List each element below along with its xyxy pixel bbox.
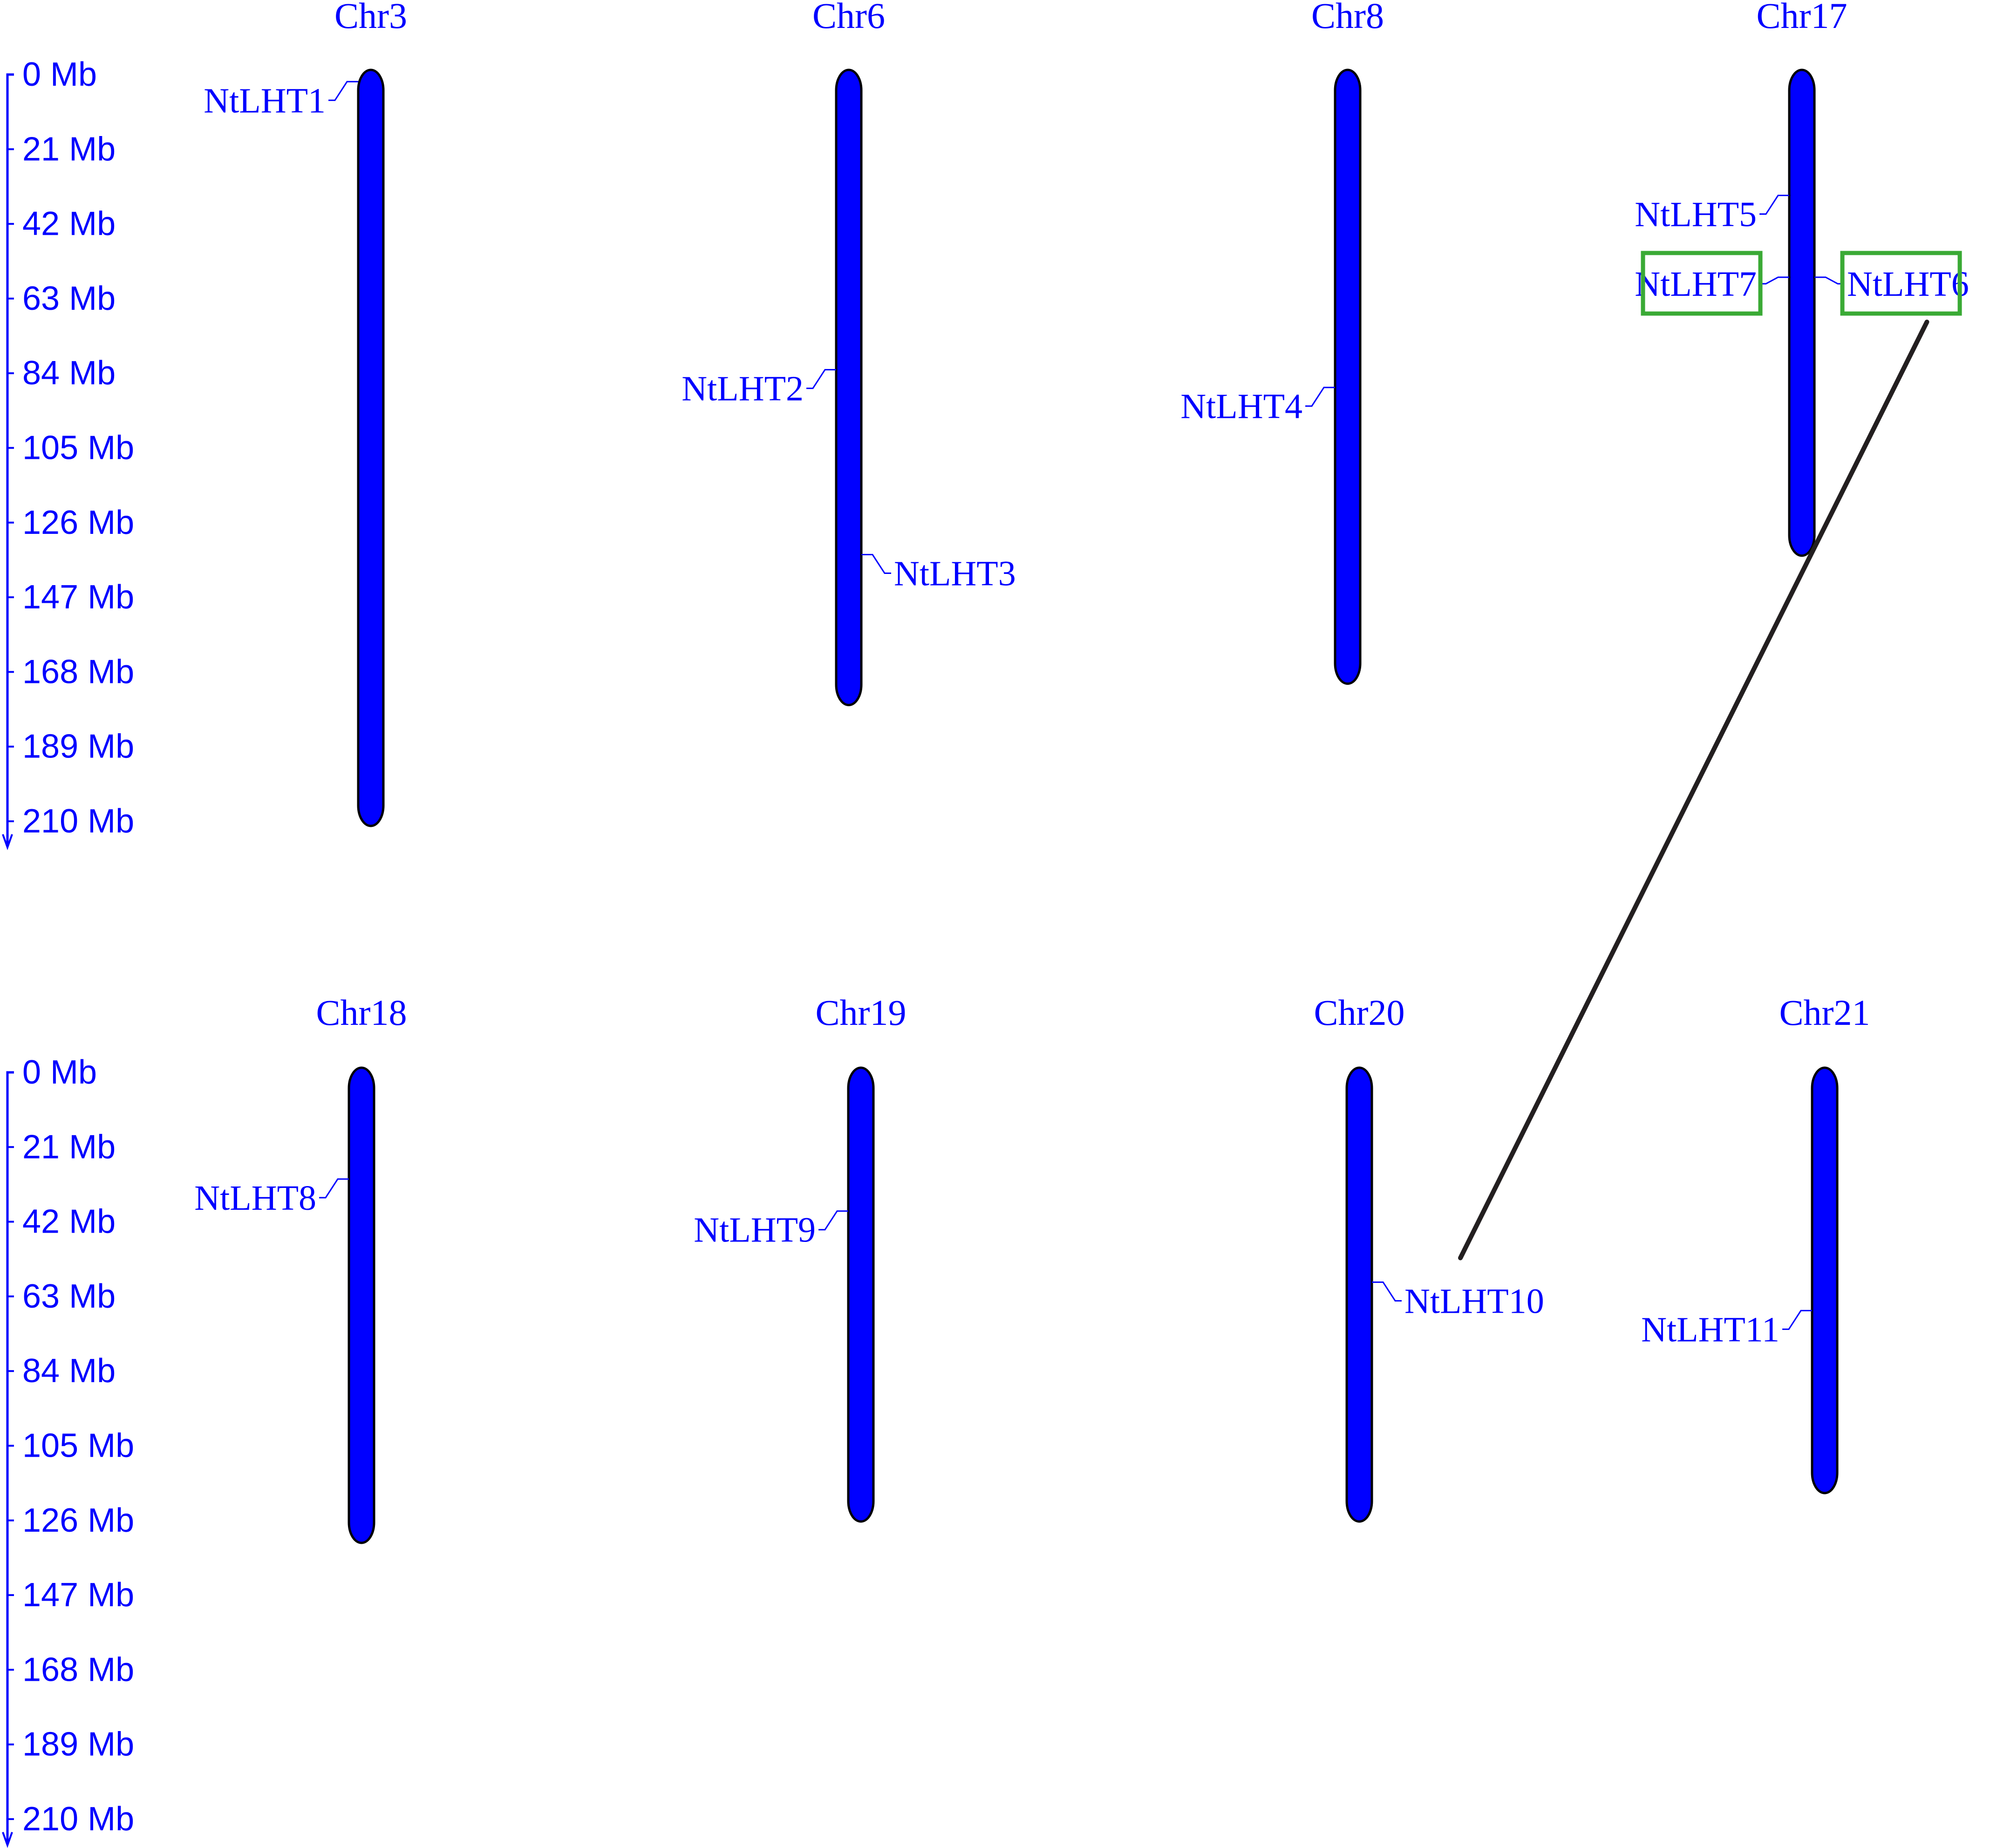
gene-label: NtLHT8 <box>194 1179 316 1218</box>
scale-tick-label: 21 Mb <box>22 130 116 168</box>
gene-highlight-box <box>1641 251 1763 316</box>
mb-scale-axes: 0 Mb 21 Mb 42 Mb 63 Mb 84 Mb 105 Mb 126 Mb 147 … <box>2 56 134 1848</box>
chromosome-title: Chr18 <box>316 992 407 1033</box>
chromosome-bar <box>1334 68 1362 685</box>
scale-tick-label: 126 Mb <box>22 1502 134 1539</box>
gene-label: NtLHT11 <box>1641 1310 1779 1349</box>
duplication-link-ntlht6-ntlht10 <box>1458 320 1929 1261</box>
chromosome-title: Chr17 <box>1757 0 1847 36</box>
scale-tick-label: 0 Mb <box>22 1054 97 1091</box>
chromosomes: Chr3NtLHT1Chr6NtLHT2NtLHT3Chr8NtLHT4Chr1… <box>194 0 1969 1544</box>
chromosome-title: Chr8 <box>1311 0 1384 36</box>
gene-label: NtLHT1 <box>204 81 326 120</box>
gene-label: NtLHT6 <box>1847 265 1969 304</box>
segmental-duplications <box>1458 320 1929 1261</box>
scale-tick-label: 84 Mb <box>22 1352 116 1390</box>
scale-tick-label: 126 Mb <box>22 504 134 541</box>
gene-label: NtLHT9 <box>694 1211 816 1250</box>
scale-tick-label: 63 Mb <box>22 280 116 317</box>
scale-tick-label: 168 Mb <box>22 1651 134 1688</box>
chromosome-title: Chr6 <box>812 0 885 36</box>
gene-marker-ntlht5: NtLHT5 <box>1635 195 1789 234</box>
scale-tick-label: 42 Mb <box>22 1203 116 1241</box>
scale-tick-label: 147 Mb <box>22 1576 134 1614</box>
gene-marker-ntlht8: NtLHT8 <box>194 1178 349 1218</box>
scale-tick-label: 189 Mb <box>22 728 134 765</box>
gene-label: NtLHT5 <box>1635 195 1757 234</box>
gene-label: NtLHT3 <box>894 554 1016 593</box>
chromosome-title: Chr20 <box>1314 992 1405 1033</box>
scale-axis-line <box>6 1071 14 1842</box>
gene-marker-ntlht2: NtLHT2 <box>682 369 836 409</box>
gene-leader-line <box>861 554 891 574</box>
scale-tick-label: 63 Mb <box>22 1278 116 1315</box>
gene-leader-line <box>1782 1309 1812 1330</box>
gene-label: NtLHT10 <box>1404 1282 1544 1321</box>
gene-marker-ntlht9: NtLHT9 <box>694 1210 848 1250</box>
scale-tick-label: 168 Mb <box>22 653 134 690</box>
gene-leader-line <box>1759 195 1789 215</box>
gene-marker-ntlht10: NtLHT10 <box>1372 1281 1544 1321</box>
gene-leader-line <box>319 1178 349 1199</box>
scale-tick-label: 189 Mb <box>22 1726 134 1763</box>
gene-marker-ntlht3: NtLHT3 <box>861 554 1016 593</box>
gene-leader-line <box>328 81 358 101</box>
gene-leader-line <box>1305 387 1335 407</box>
gene-leader-line <box>818 1210 848 1231</box>
chromosome-bar <box>1345 1066 1373 1523</box>
gene-leader-line <box>1372 1281 1402 1302</box>
chromosome-bar <box>357 68 385 827</box>
chromosome-bar <box>847 1066 875 1523</box>
scale-tick-label: 105 Mb <box>22 430 134 467</box>
chromosome-bar <box>1811 1066 1839 1494</box>
gene-marker-ntlht7: NtLHT7 <box>1635 251 1789 316</box>
scale-axis-row-1: 0 Mb 21 Mb 42 Mb 63 Mb 84 Mb 105 Mb 126 Mb 147 … <box>2 56 134 850</box>
scale-tick-label: 42 Mb <box>22 205 116 243</box>
scale-tick-label: 84 Mb <box>22 355 116 392</box>
gene-highlight-box <box>1840 251 1962 316</box>
scale-tick-label: 210 Mb <box>22 1800 134 1838</box>
gene-marker-ntlht4: NtLHT4 <box>1180 387 1335 426</box>
scale-axis-arrow-icon <box>2 1832 13 1848</box>
scale-axis-row-2: 0 Mb 21 Mb 42 Mb 63 Mb 84 Mb 105 Mb 126 Mb 147 … <box>2 1054 134 1848</box>
scale-axis-arrow-icon <box>2 834 13 850</box>
gene-marker-ntlht1: NtLHT1 <box>204 81 358 120</box>
chromosome-bar <box>1788 68 1816 557</box>
chromosome-title: Chr21 <box>1779 992 1870 1033</box>
chromosome-bar <box>835 68 863 706</box>
gene-marker-ntlht11: NtLHT11 <box>1641 1309 1812 1349</box>
gene-label: NtLHT7 <box>1635 265 1757 304</box>
gene-leader-line <box>1814 276 1844 285</box>
chromosome-title: Chr19 <box>816 992 907 1033</box>
scale-tick-label: 147 Mb <box>22 579 134 616</box>
chromosome-title: Chr3 <box>334 0 407 36</box>
scale-tick-label: 210 Mb <box>22 803 134 840</box>
scale-tick-label: 105 Mb <box>22 1427 134 1465</box>
gene-label: NtLHT4 <box>1180 387 1302 426</box>
gene-label: NtLHT2 <box>682 369 804 409</box>
scale-axis-line <box>6 73 14 845</box>
gene-leader-line <box>1759 276 1789 285</box>
scale-tick-label: 0 Mb <box>22 56 97 93</box>
gene-marker-ntlht6: NtLHT6 <box>1814 251 1969 316</box>
scale-tick-label: 21 Mb <box>22 1128 116 1166</box>
gene-leader-line <box>806 369 836 389</box>
chromosome-bar <box>348 1066 375 1544</box>
